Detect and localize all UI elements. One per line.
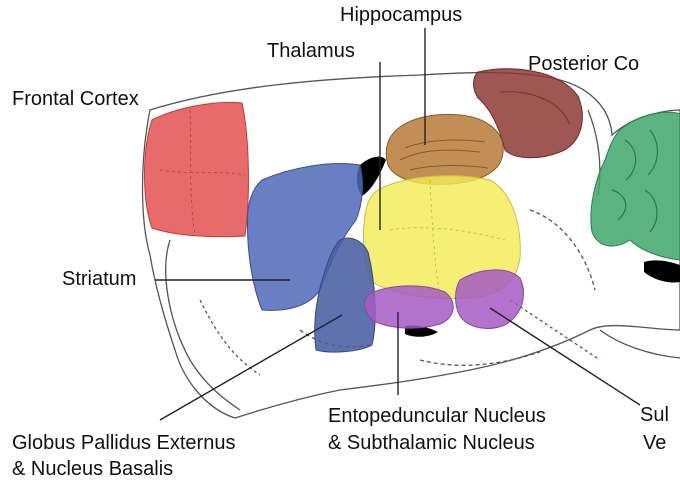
sub-label-line2: Ve <box>643 432 667 454</box>
hippocampus-region <box>385 113 504 185</box>
gpe-label-line1: Globus Pallidus Externus <box>12 432 236 454</box>
frontal-cortex-label: Frontal Cortex <box>12 88 139 110</box>
cerebellum-region <box>590 111 680 261</box>
hippocampus-label: Hippocampus <box>340 4 463 26</box>
ventricle-right <box>644 260 680 283</box>
ventricle-upper <box>356 156 386 196</box>
subthalamic-region <box>455 269 524 329</box>
globus-pallidus-region <box>314 237 376 353</box>
thalamus-label: Thalamus <box>267 40 355 62</box>
sub-label-line1: Sul <box>640 404 669 426</box>
posterior-cortex-label: Posterior Co <box>528 53 640 75</box>
frontal-cortex-region <box>144 101 249 238</box>
gpe-label-line2: & Nucleus Basalis <box>12 458 174 480</box>
leader-lines <box>155 28 641 421</box>
posterior-cortex-region <box>473 68 583 159</box>
striatum-label: Striatum <box>62 268 137 290</box>
ep-label-line2: & Subthalamic Nucleus <box>328 432 535 454</box>
ep-label-line1: Entopeduncular Nucleus <box>328 405 546 427</box>
entopeduncular-region <box>364 285 454 329</box>
